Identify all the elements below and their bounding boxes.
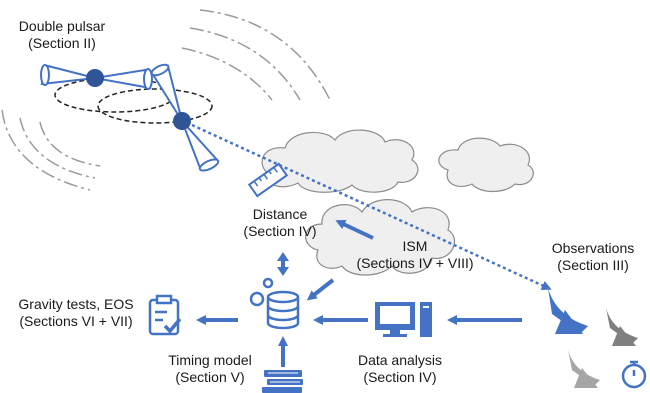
distance-double-arrow [277,252,289,276]
label-ism: ISM (Sections IV + VIII) [356,238,474,271]
label-timing-model: Timing model (Section V) [168,352,252,385]
label-double-pulsar: Double pulsar (Section II) [18,18,106,51]
label-data-analysis: Data analysis (Section IV) [357,352,443,385]
label-distance: Distance (Section IV) [243,206,317,239]
pulsar-b-icon [150,63,220,172]
stopwatch-icon [621,360,647,389]
clipboard-check-icon [148,294,182,336]
books-icon [262,370,303,393]
signal-path [191,123,552,291]
radio-dish-icon [548,288,638,388]
ruler-icon [247,162,289,198]
gravitational-waves [1,9,331,191]
ism-cloud [261,129,534,276]
pulsar-a-icon [40,64,153,90]
computer-icon [375,302,432,337]
database-gear-icon [249,277,300,330]
label-observations: Observations (Section III) [551,240,635,273]
label-gravity-tests: Gravity tests, EOS (Sections VI + VII) [18,296,134,329]
